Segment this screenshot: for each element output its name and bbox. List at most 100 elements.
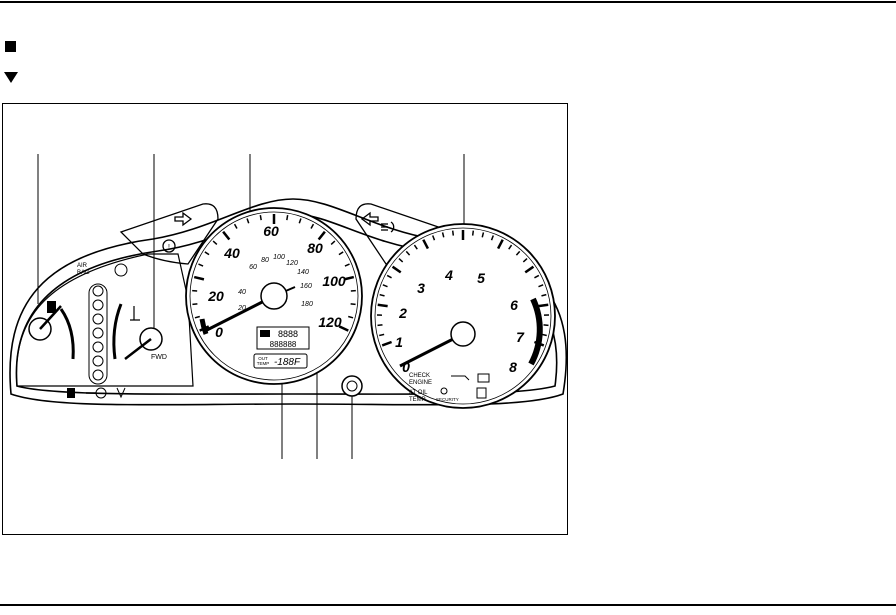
gauge-tick (246, 218, 250, 224)
right-turn-arrow-icon (360, 211, 379, 227)
gauge-tick (541, 293, 547, 297)
check-engine-label-2: ENGINE (409, 380, 432, 386)
speedometer: 0 20 40 60 80 100 120 20 40 60 80 100 12… (185, 207, 363, 385)
airbag-label-2: BAG (77, 270, 90, 276)
gauge-tick (198, 263, 204, 267)
tacho-label-5: 5 (477, 270, 485, 286)
tacho-label-6: 6 (510, 297, 518, 313)
speedo-kmh-120: 120 (286, 260, 298, 267)
gauge-tick (441, 232, 445, 238)
speedo-kmh-160: 160 (300, 283, 312, 290)
gauge-tick (413, 244, 418, 250)
gauge-tick (451, 230, 455, 236)
gauge-tick (204, 251, 210, 256)
gauge-tick (515, 250, 521, 256)
gauge-tick (350, 303, 356, 306)
tacho-label-1: 1 (395, 334, 403, 350)
gauge-tick (377, 303, 388, 308)
gauge-tick (192, 303, 198, 306)
gauge-tick (343, 275, 355, 281)
odometer-top-readout: 8888 (278, 329, 298, 339)
gauge-tick (338, 251, 344, 256)
gauge-tick (405, 250, 411, 256)
speedo-label-60: 60 (263, 223, 279, 239)
top-rule (0, 1, 896, 3)
speedo-label-80: 80 (307, 240, 323, 256)
tacho-label-8: 8 (509, 359, 517, 375)
gauge-tick (310, 223, 315, 229)
oil-pressure-icon (451, 375, 470, 381)
gauge-tick (522, 258, 528, 263)
bottom-rule (0, 604, 896, 606)
high-beam-icon (390, 221, 395, 233)
gauge-tick (381, 340, 393, 347)
coolant-temp-icon (130, 306, 140, 321)
fwd-label: FWD (151, 354, 167, 361)
gauge-tick (538, 284, 544, 288)
tacho-label-2: 2 (398, 305, 407, 321)
gauge-tick (422, 239, 430, 250)
low-fuel-icon (67, 388, 75, 398)
gauge-tick (233, 223, 238, 229)
tachometer-tick-marks (376, 230, 550, 347)
battery-icon (477, 373, 490, 383)
speedo-kmh-140: 140 (297, 269, 309, 276)
security-lamp-icon (440, 387, 448, 395)
gauge-tick (496, 239, 504, 250)
gauge-tick (193, 275, 205, 281)
left-turn-arrow-icon (174, 211, 193, 227)
fuel-gauge (28, 301, 75, 360)
speedo-label-120: 120 (318, 314, 342, 330)
gauge-tick (377, 324, 383, 327)
seatbelt-icon (116, 387, 126, 399)
speedo-label-0: 0 (215, 324, 223, 340)
gauge-tick (330, 240, 336, 245)
left-turn-pod: ! (119, 203, 219, 265)
gauge-tick (259, 215, 262, 221)
abs-warning-icon (114, 263, 128, 277)
tacho-label-3: 3 (417, 280, 425, 296)
at-oil-temp-label-1: AT OIL (409, 390, 428, 396)
tacho-label-0: 0 (402, 359, 410, 375)
odometer-display: 8888 888888 (256, 326, 310, 350)
odometer-bottom-readout: 888888 (270, 340, 297, 349)
gauge-tick (398, 258, 404, 263)
tachometer: 0 1 2 3 4 5 6 7 8 CHECK ENGINE AT OIL TE… (370, 223, 556, 409)
gauge-tick (541, 333, 547, 337)
gauge-tick (212, 240, 218, 245)
instrument-cluster-figure: ! AIR BAG FWD (2, 103, 568, 535)
temperature-gauge (112, 303, 163, 360)
gauge-tick (524, 265, 535, 274)
speedo-kmh-100: 100 (273, 254, 285, 261)
gauge-tick (379, 293, 385, 297)
gauge-tick (298, 218, 302, 224)
gauge-tick (533, 340, 545, 347)
speedo-kmh-80: 80 (261, 257, 269, 264)
security-label: SECURITY (436, 397, 459, 402)
left-gauge-panel: AIR BAG FWD (15, 253, 194, 399)
outside-temp-label-2: TEMP (257, 361, 270, 366)
fuel-pump-icon (47, 301, 56, 313)
speedo-label-40: 40 (223, 245, 240, 261)
svg-text:!: ! (168, 244, 170, 251)
tacho-label-7: 7 (516, 329, 525, 345)
gauge-tick (194, 315, 200, 319)
gauge-tick (348, 315, 354, 319)
gauge-tick (543, 324, 549, 327)
gauge-tick (199, 325, 210, 332)
gauge-tick (538, 303, 549, 308)
speedo-label-100: 100 (322, 273, 346, 289)
gauge-tick (317, 230, 326, 241)
section-bullet-square (5, 41, 16, 52)
gauge-tick (286, 215, 289, 221)
brake-warning-icon (162, 239, 176, 253)
gauge-tick (508, 244, 513, 250)
speedo-kmh-60: 60 (249, 264, 257, 271)
gauge-tick (534, 274, 540, 279)
at-oil-temp-label-2: TEMP (409, 397, 426, 403)
speedo-kmh-40: 40 (238, 289, 246, 296)
gauge-tick (382, 284, 388, 288)
gauge-tick (344, 263, 350, 267)
speedo-label-20: 20 (207, 288, 224, 304)
gauge-tick (481, 232, 485, 238)
